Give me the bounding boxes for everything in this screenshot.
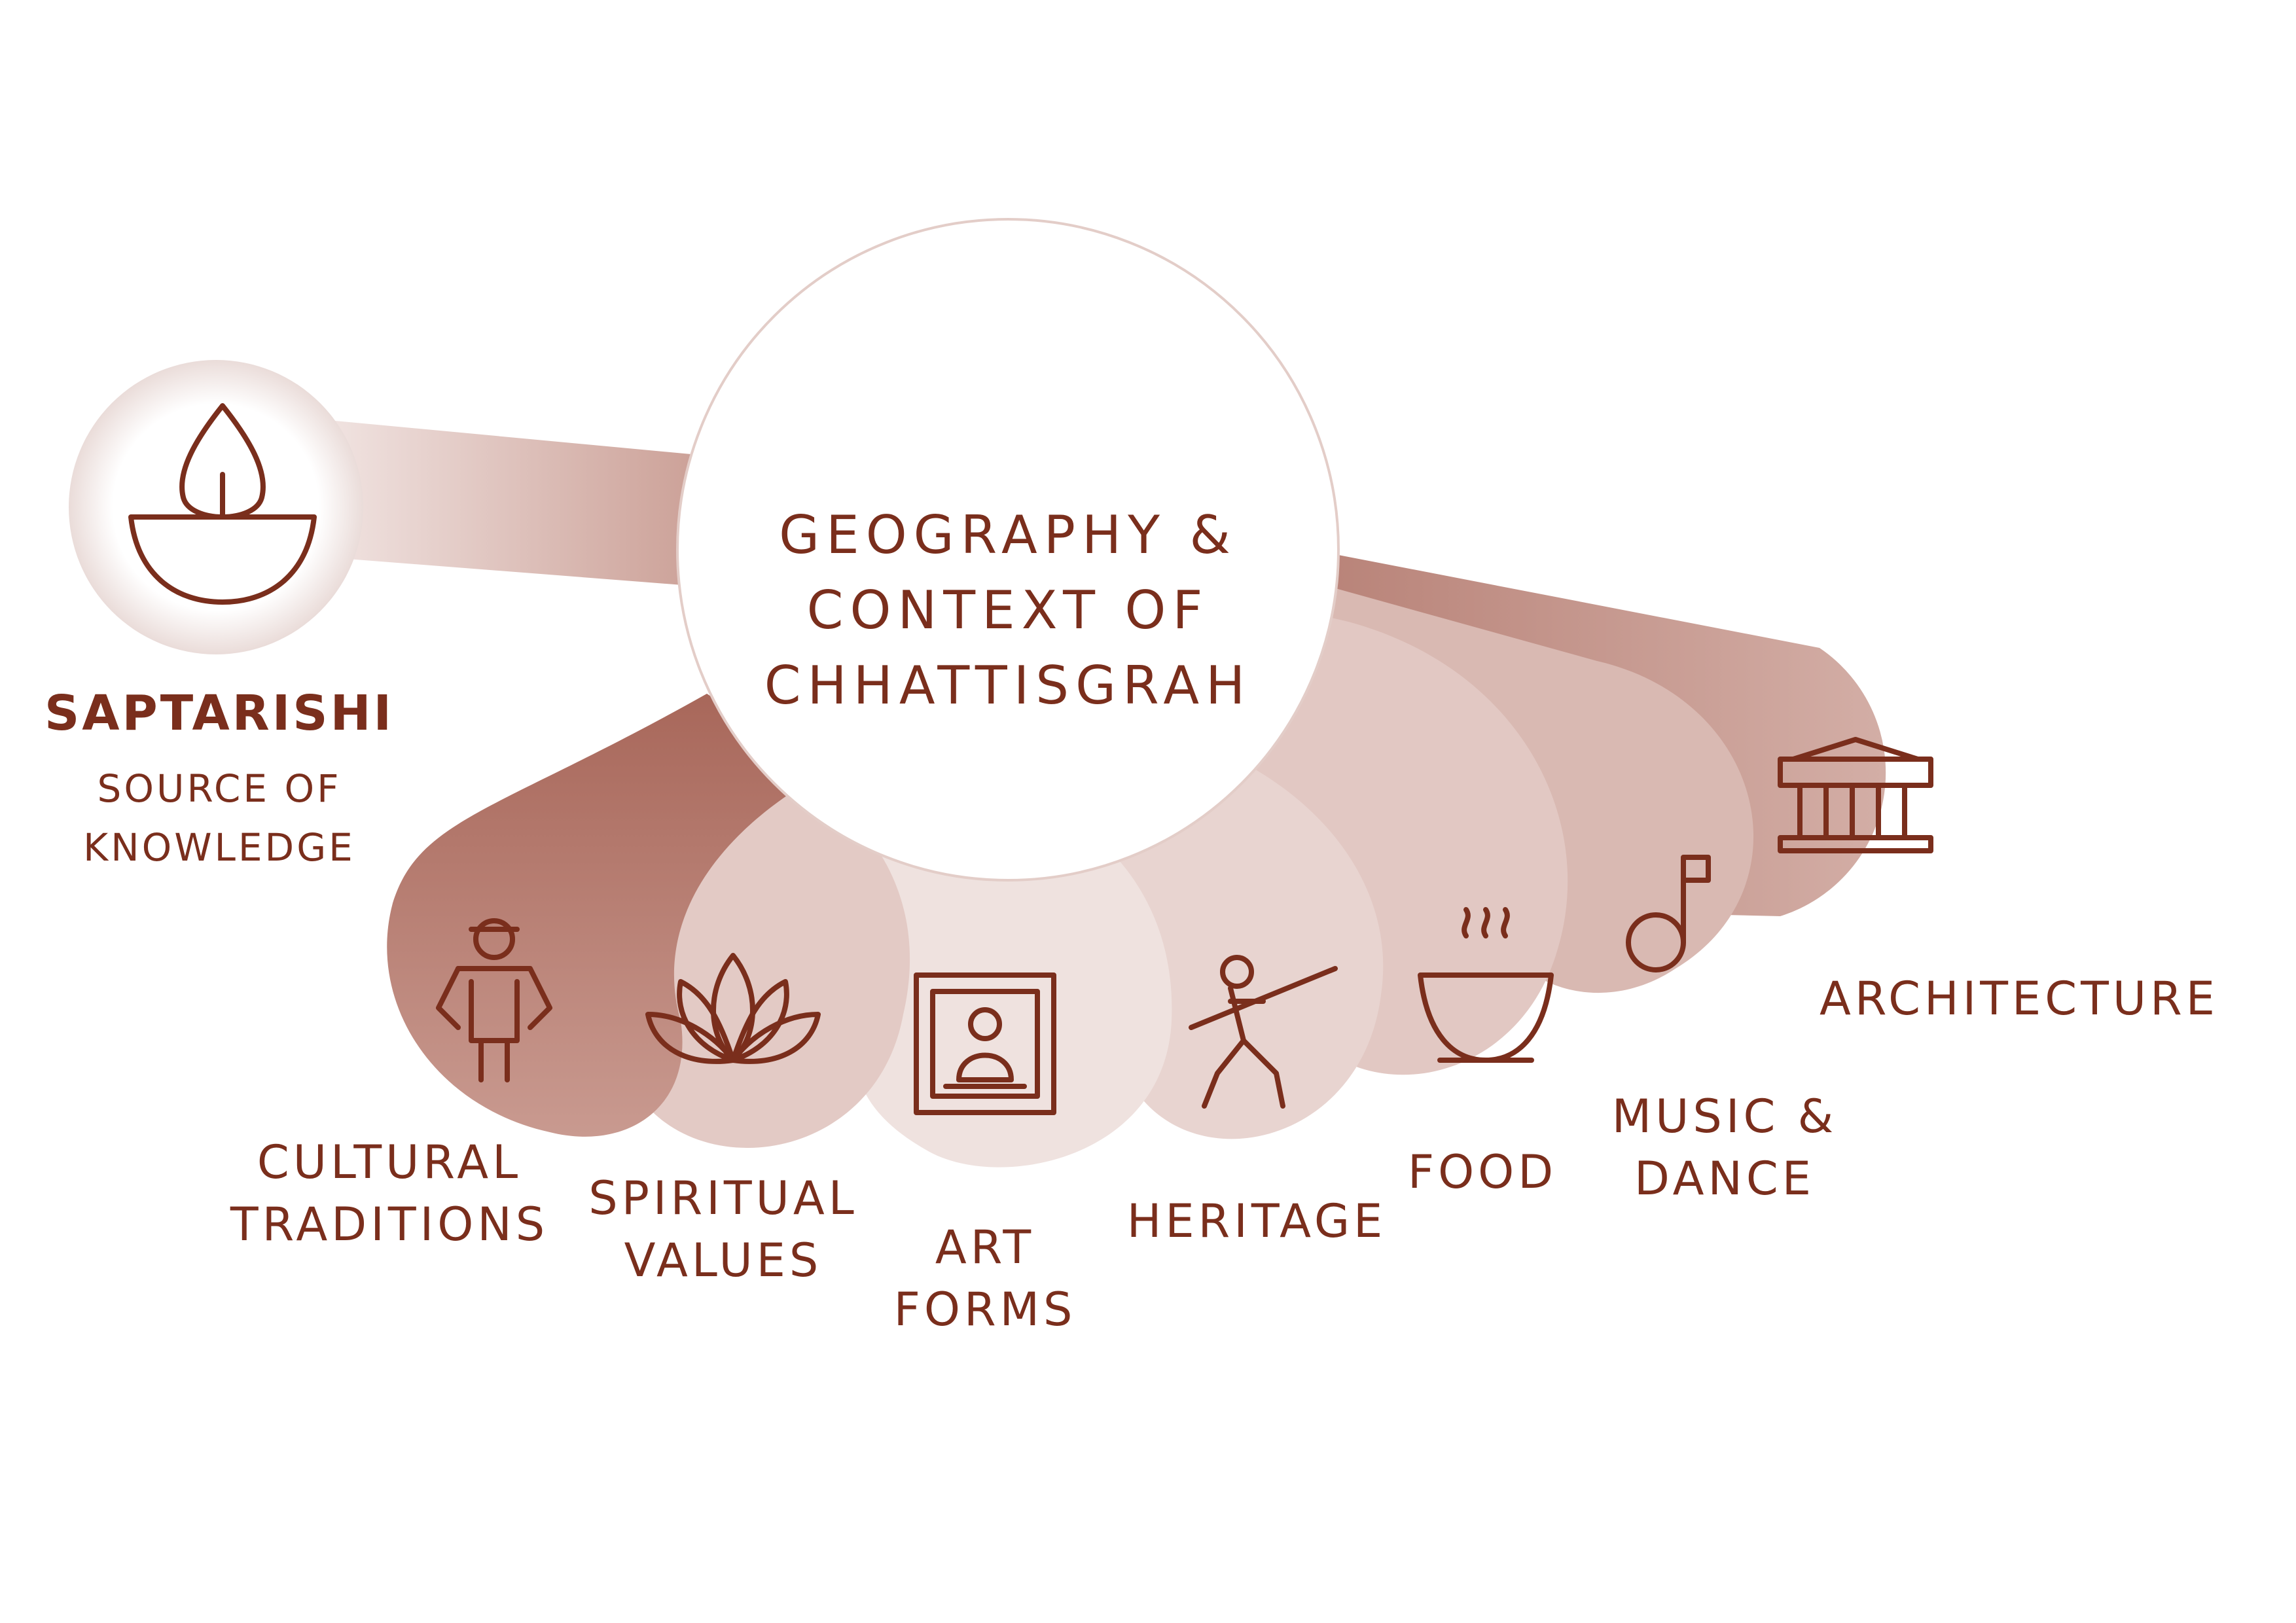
center-label-line1: GEOGRAPHY & [779,505,1237,565]
label-art-forms-line1: ART [935,1221,1035,1274]
source-circle [69,360,363,654]
source-subtitle-line2: KNOWLEDGE [83,825,355,870]
center-circle [676,218,1340,882]
diya-lamp-icon [128,403,317,605]
person-icon [436,918,552,1082]
music-note-icon [1626,855,1711,972]
label-art-forms-line2: FORMS [894,1283,1077,1336]
label-heritage: HERITAGE [1127,1194,1387,1248]
center-label-line2: CONTEXT OF [807,580,1210,641]
petal-cultural-traditions [387,694,825,1137]
label-spiritual-values-line1: SPIRITUAL [588,1171,857,1225]
source-title: SAPTARISHI [45,685,394,741]
source-connector [314,419,733,589]
bowl-icon [1418,907,1554,1063]
label-architecture: ARCHITECTURE [1820,972,2219,1026]
framed-art-icon [914,972,1056,1115]
center-label-line3: CHHATTISGRAH [764,655,1252,716]
label-cultural-traditions-line1: CULTURAL [257,1135,522,1189]
label-cultural-traditions-line2: TRADITIONS [230,1198,548,1251]
lotus-icon [645,953,821,1064]
warrior-icon [1189,955,1338,1109]
temple-icon [1778,737,1933,853]
label-food: FOOD [1408,1145,1557,1199]
source-subtitle-line1: SOURCE OF [98,766,342,811]
label-spiritual-values-line2: VALUES [624,1234,823,1287]
label-music-dance-line2: DANCE [1634,1152,1815,1205]
label-music-dance-line1: MUSIC & [1612,1090,1837,1143]
